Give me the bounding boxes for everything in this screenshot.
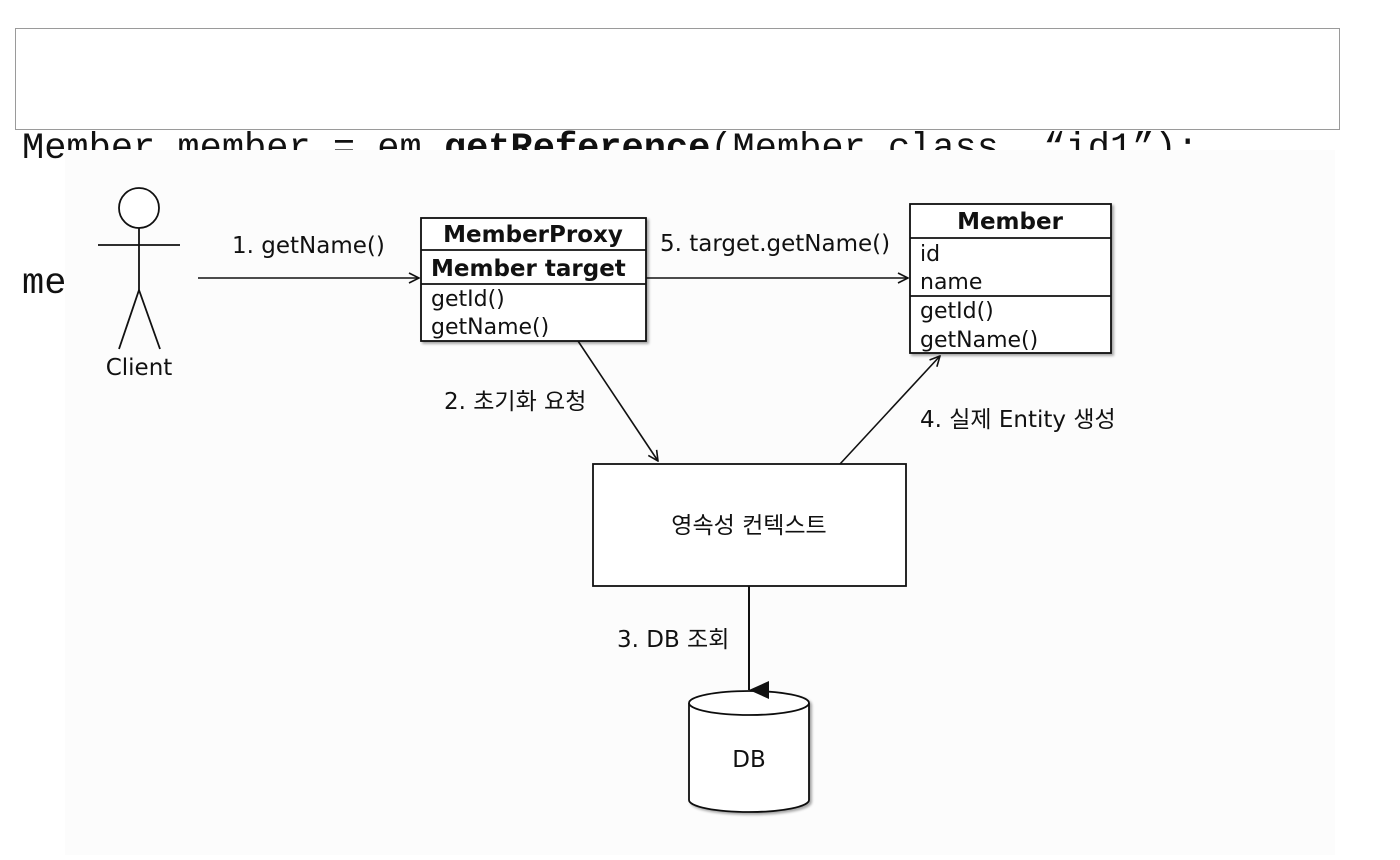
member-proxy-box: MemberProxy Member target getId() getNam… — [420, 217, 647, 342]
member-proxy-field: Member target — [431, 256, 626, 282]
step-1-label: 1. getName() — [232, 233, 385, 259]
client-actor — [98, 187, 180, 350]
member-field-name: name — [920, 270, 982, 295]
member-title: Member — [957, 209, 1064, 235]
client-label: Client — [106, 355, 173, 381]
step-2-label: 2. 초기화 요청 — [444, 389, 586, 415]
member-field-id: id — [920, 242, 940, 267]
member-box: Member id name getId() getName() — [909, 203, 1112, 354]
member-proxy-method-getid: getId() — [431, 287, 505, 312]
arrow-step-2 — [577, 340, 658, 461]
arrow-step-4 — [839, 356, 940, 465]
persistence-context-label: 영속성 컨텍스트 — [671, 513, 826, 539]
member-method-getname: getName() — [920, 328, 1038, 353]
step-5-label: 5. target.getName() — [660, 231, 890, 257]
db-label: DB — [732, 747, 766, 773]
persistence-context-box — [592, 463, 907, 587]
member-proxy-method-getname: getName() — [431, 315, 549, 340]
step-3-label: 3. DB 조회 — [617, 627, 729, 653]
member-proxy-title: MemberProxy — [443, 222, 623, 248]
member-method-getid: getId() — [920, 299, 994, 324]
step-4-label: 4. 실제 Entity 생성 — [920, 407, 1116, 433]
